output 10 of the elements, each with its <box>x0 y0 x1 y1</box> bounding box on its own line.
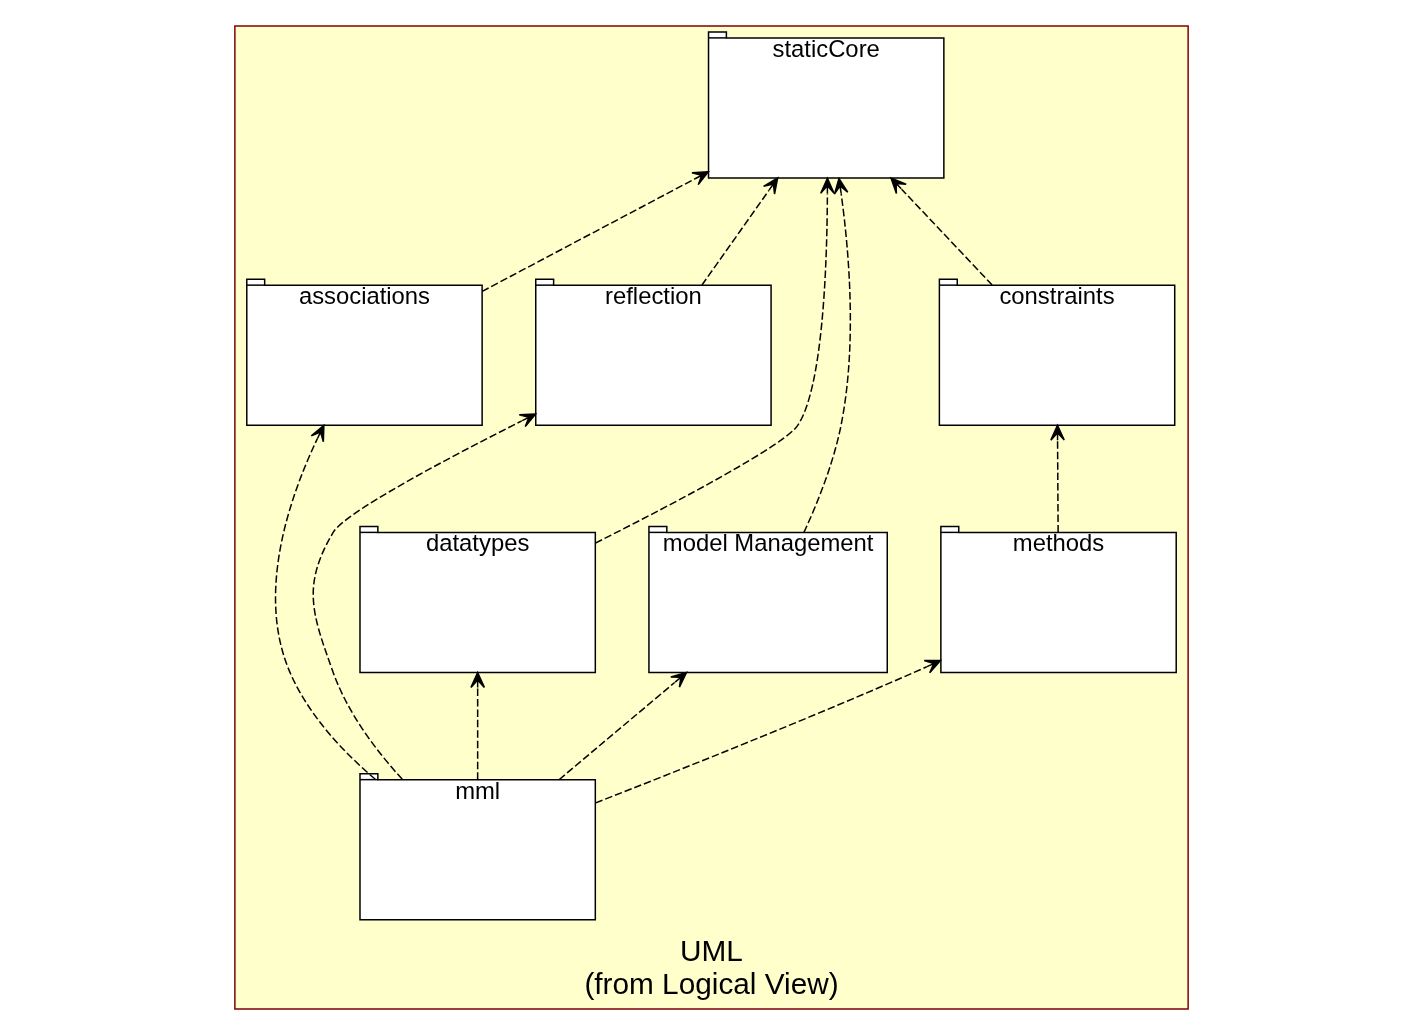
arrow <box>802 177 851 534</box>
arrow <box>594 177 835 544</box>
arrow <box>1049 424 1065 533</box>
arrow <box>594 659 941 804</box>
arrow <box>480 171 709 293</box>
arrow <box>700 177 778 286</box>
arrow <box>889 177 993 286</box>
arrow <box>558 671 687 781</box>
arrow <box>274 424 376 780</box>
arrow <box>469 671 485 781</box>
